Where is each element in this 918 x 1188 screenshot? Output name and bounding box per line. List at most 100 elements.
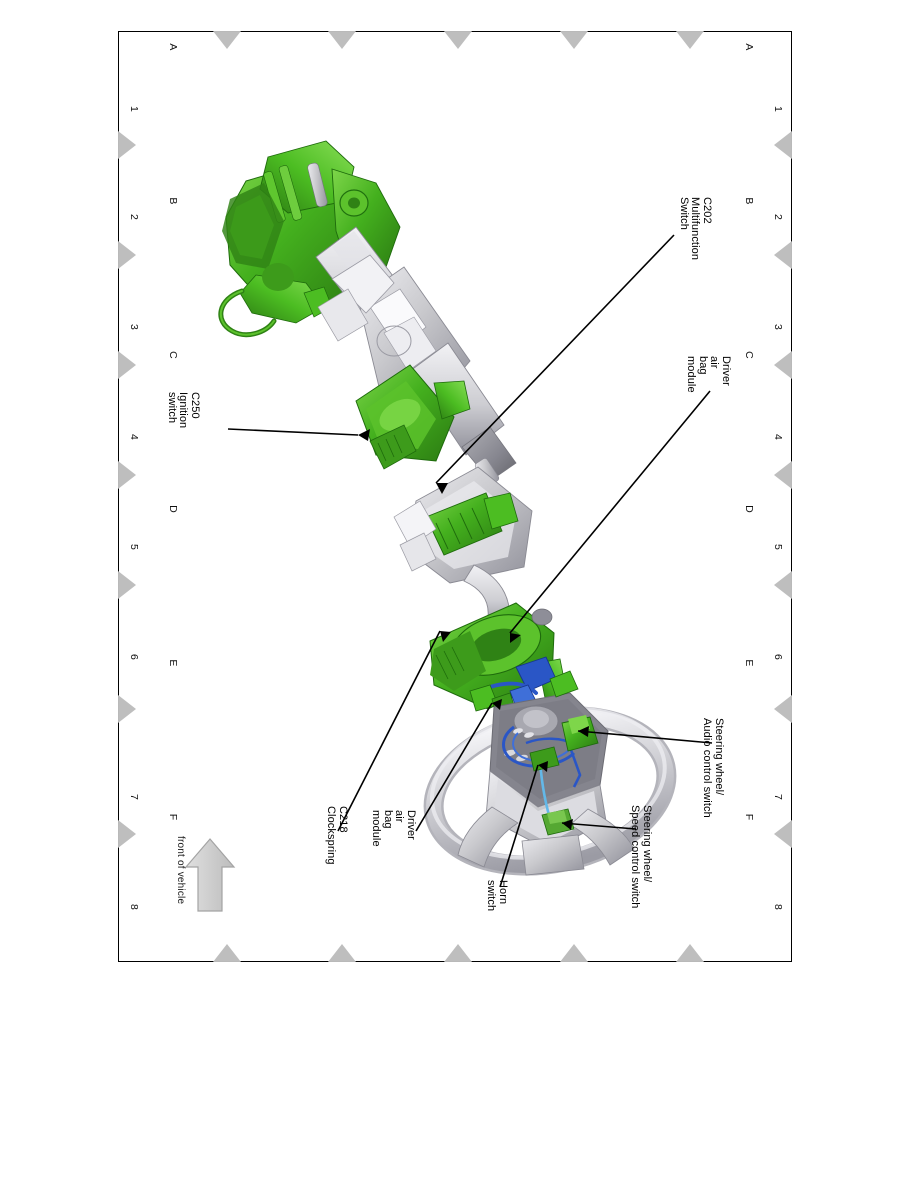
grid-col-right-2: 2 (772, 213, 784, 221)
callout-line: Driver (405, 810, 417, 840)
frame-tick-left-4 (118, 461, 136, 489)
leader-speed-control (561, 822, 637, 830)
grid-row-left-f: F (167, 813, 179, 821)
grid-col-right-8: 8 (772, 903, 784, 911)
callout-line: Audio control switch (701, 718, 714, 818)
grid-col-left-6: 6 (128, 653, 140, 661)
callout-line: Clockspring (325, 806, 338, 865)
leader-c202 (435, 234, 675, 484)
grid-row-right-c: C (743, 351, 755, 359)
frame-tick-bottom-c (444, 944, 472, 962)
grid-col-right-7: 7 (772, 793, 784, 801)
callout-line: bag (696, 356, 709, 375)
grid-row-left-e: E (167, 659, 179, 667)
leader-arrowheads (358, 429, 589, 830)
callout-line: Multifunction (689, 197, 702, 261)
grid-col-right-5: 5 (772, 543, 784, 551)
frame-tick-right-5 (774, 571, 792, 599)
leader-horn-switch (499, 764, 539, 888)
grid-row-left-c: C (167, 351, 179, 359)
frame-tick-bottom-b (328, 944, 356, 962)
ignition-switch-lock-housing (355, 364, 471, 470)
grid-col-left-3: 3 (128, 323, 140, 331)
callout-line: C202 (701, 197, 713, 224)
grid-col-left-4: 4 (128, 433, 140, 441)
callout-driver-air-bag-module-lower: Driver air bag module (370, 810, 417, 847)
grid-row-right-a: A (743, 43, 755, 51)
callout-line: air (393, 810, 406, 823)
frame-tick-right-3 (774, 351, 792, 379)
callout-c250-ignition-switch: C250 Ignition switch (165, 392, 201, 429)
grid-row-right-d: D (743, 505, 755, 513)
driver-air-bag-module-connector (549, 670, 579, 698)
callout-c202-multifunction-switch: C202 Multifunction Switch (677, 197, 713, 261)
frame-tick-right-1 (774, 131, 792, 159)
clockspring (429, 602, 569, 710)
callout-line: bag (381, 810, 394, 829)
callout-line: air (708, 356, 721, 369)
callout-horn-switch: Horn switch (485, 880, 509, 912)
callout-c218-clockspring: C218 Clockspring (325, 806, 349, 865)
grid-row-right-f: F (743, 813, 755, 821)
frame-tick-right-4 (774, 461, 792, 489)
callout-line: Horn (497, 880, 509, 905)
frame-tick-left-6 (118, 695, 136, 723)
frame-tick-left-1 (118, 131, 136, 159)
frame-tick-top-c (444, 31, 472, 49)
callout-line: module (685, 356, 698, 393)
frame-tick-bottom-d (560, 944, 588, 962)
grid-row-left-b: B (167, 197, 179, 205)
grid-row-left-d: D (167, 505, 179, 513)
grid-col-right-4: 4 (772, 433, 784, 441)
ignition-switch-connector (393, 466, 533, 662)
callout-line: Switch (677, 197, 690, 230)
callout-line: Steering wheel/ (713, 718, 725, 796)
callout-line: switch (485, 880, 498, 912)
frame-tick-right-2 (774, 241, 792, 269)
leader-lines (227, 234, 713, 888)
grid-col-left-1: 1 (128, 105, 140, 113)
grid-row-right-b: B (743, 197, 755, 205)
leader-driver-airbag-upper (509, 390, 711, 634)
speed-control-switch-connector (541, 808, 575, 836)
grid-row-left-a: A (167, 43, 179, 51)
leader-c218 (337, 630, 441, 832)
grid-col-left-7: 7 (128, 793, 140, 801)
frame-tick-top-e (676, 31, 704, 49)
callout-line: Driver (720, 356, 732, 386)
grid-col-right-1: 1 (772, 105, 784, 113)
frame-tick-top-d (560, 31, 588, 49)
front-of-vehicle-label: front of vehicle (175, 836, 186, 905)
frame-tick-left-3 (118, 351, 136, 379)
callout-line: module (370, 810, 383, 847)
callout-line: C218 (337, 806, 349, 833)
callout-steering-wheel-audio-control-switch: Steering wheel/ Audio control switch (701, 718, 725, 818)
callout-line: C250 (189, 392, 201, 419)
grid-col-right-6: 6 (772, 653, 784, 661)
frame-tick-left-7 (118, 820, 136, 848)
multifunction-switch-assembly (218, 140, 401, 338)
frame-tick-right-6 (774, 695, 792, 723)
leader-audio-control (577, 730, 713, 744)
grid-col-left-8: 8 (128, 903, 140, 911)
steering-wheel (423, 692, 677, 876)
callout-line: Speed control switch (629, 805, 642, 909)
grid-col-left-2: 2 (128, 213, 140, 221)
front-of-vehicle-arrow-icon (184, 838, 236, 912)
grid-col-right-3: 3 (772, 323, 784, 331)
frame-tick-left-2 (118, 241, 136, 269)
callout-steering-wheel-speed-control-switch: Steering wheel/ Speed control switch (629, 805, 653, 909)
frame-tick-right-7 (774, 820, 792, 848)
callout-line: Steering wheel/ (641, 805, 653, 883)
diagram-artwork (184, 140, 713, 912)
frame-tick-left-5 (118, 571, 136, 599)
frame-tick-top-a (213, 31, 241, 49)
callout-driver-air-bag-module-upper: Driver air bag module (685, 356, 732, 393)
callout-line: Ignition (177, 392, 190, 429)
leader-c250 (227, 428, 359, 436)
leader-driver-airbag-lower (415, 702, 493, 832)
grid-row-right-e: E (743, 659, 755, 667)
grid-col-left-5: 5 (128, 543, 140, 551)
frame-tick-bottom-e (676, 944, 704, 962)
callout-line: switch (165, 392, 178, 424)
